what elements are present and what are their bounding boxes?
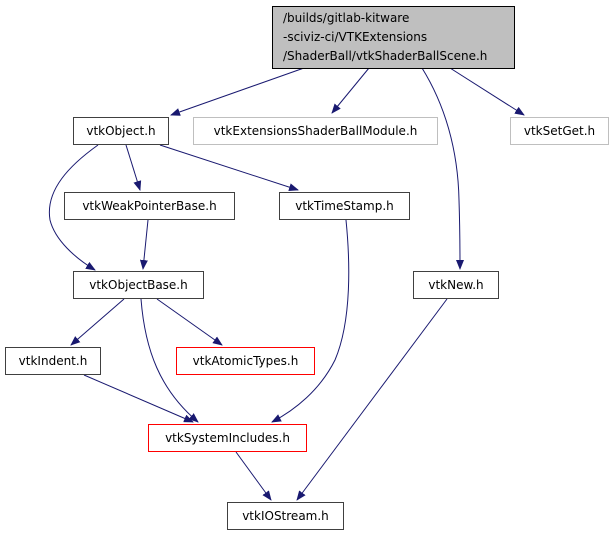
node-iostream[interactable]: vtkIOStream.h [227, 502, 344, 530]
edge-root-to-setget [449, 67, 525, 116]
node-vtkObject[interactable]: vtkObject.h [73, 117, 169, 145]
node-sysinc[interactable]: vtkSystemIncludes.h [148, 424, 307, 452]
edge-root-to-module [331, 67, 370, 114]
node-setget: vtkSetGet.h [510, 117, 609, 145]
node-indent[interactable]: vtkIndent.h [5, 347, 101, 375]
node-module: vtkExtensionsShaderBallModule.h [193, 117, 438, 145]
edge-vtkObject-to-weak [125, 144, 142, 191]
edge-objectbase-to-atomic [156, 298, 223, 346]
edge-root-to-vtkObject [170, 67, 305, 116]
node-weak[interactable]: vtkWeakPointerBase.h [64, 192, 235, 220]
edge-new-to-iostream [296, 298, 448, 501]
node-timestamp[interactable]: vtkTimeStamp.h [279, 192, 410, 220]
edge-vtkObject-to-objectbase [48, 144, 99, 271]
edge-objectbase-to-sysinc [140, 298, 199, 423]
node-root[interactable]: /builds/gitlab-kitware -sciviz-ci/VTKExt… [272, 6, 515, 69]
edge-timestamp-to-sysinc [271, 219, 350, 423]
edge-root-to-new [421, 67, 464, 270]
edge-sysinc-to-iostream [235, 451, 272, 501]
node-new[interactable]: vtkNew.h [413, 271, 499, 299]
edge-indent-to-sysinc [83, 374, 194, 423]
edge-vtkObject-to-timestamp [159, 144, 299, 192]
edge-weak-to-objectbase [139, 219, 149, 270]
node-atomic[interactable]: vtkAtomicTypes.h [176, 347, 315, 375]
node-objectbase[interactable]: vtkObjectBase.h [73, 271, 204, 299]
edge-objectbase-to-indent [70, 298, 125, 346]
